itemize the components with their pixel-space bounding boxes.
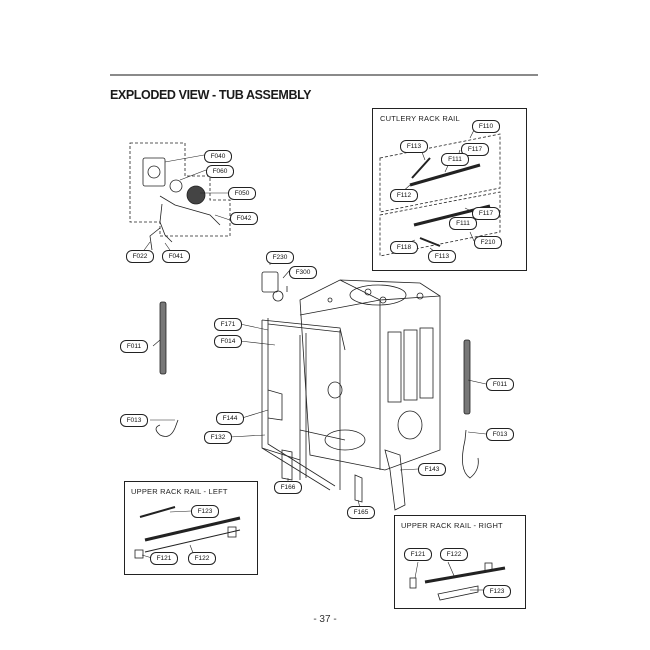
- callout-f121-left: F121: [150, 552, 178, 565]
- callout-f014: F014: [214, 335, 242, 348]
- upper-rail-right-drawing: [409, 562, 506, 601]
- callout-f165: F165: [347, 506, 375, 519]
- callout-f113-bottom: F113: [428, 250, 456, 263]
- callout-f117-top: F117: [461, 143, 489, 156]
- callout-f113-top: F113: [400, 140, 428, 153]
- cutlery-rack-rail-title: CUTLERY RACK RAIL: [380, 114, 460, 123]
- gasket-f011-right: [463, 339, 471, 415]
- hose-f013-left: [155, 419, 179, 437]
- callout-f112: F112: [390, 189, 418, 202]
- callout-f123-left: F123: [191, 505, 219, 518]
- part-f300: [272, 290, 284, 302]
- upper-rail-left-drawing: [134, 506, 241, 559]
- cutlery-rail-drawing: [379, 133, 501, 257]
- callout-f123-right: F123: [483, 585, 511, 598]
- callout-f111-top: F111: [441, 153, 469, 166]
- frame-rail-drawing: [261, 318, 406, 511]
- callout-f110: F110: [472, 120, 500, 133]
- callout-f117-bottom: F117: [472, 207, 500, 220]
- callout-f041: F041: [162, 250, 190, 263]
- part-f230: [261, 271, 279, 293]
- page-number: - 37 -: [313, 614, 337, 625]
- pump-assembly-parts: [142, 157, 221, 251]
- callout-f171: F171: [214, 318, 242, 331]
- callout-f143: F143: [418, 463, 446, 476]
- hose-f013-right: [462, 429, 479, 479]
- upper-rack-rail-right-title: UPPER RACK RAIL - RIGHT: [401, 521, 503, 530]
- callout-f022: F022: [126, 250, 154, 263]
- header-rule: [110, 74, 538, 76]
- callout-f013-right: F013: [486, 428, 514, 441]
- callout-f122-left: F122: [188, 552, 216, 565]
- upper-rack-rail-left-title: UPPER RACK RAIL - LEFT: [131, 487, 228, 496]
- callout-f166: F166: [274, 481, 302, 494]
- callout-f060: F060: [206, 165, 234, 178]
- tub-body-drawing: [286, 279, 441, 471]
- callout-f111-bottom: F111: [449, 217, 477, 230]
- callout-f011-right: F011: [486, 378, 514, 391]
- callout-f011-left: F011: [120, 340, 148, 353]
- callout-f042: F042: [230, 212, 258, 225]
- callout-f230: F230: [266, 251, 294, 264]
- callout-f144: F144: [216, 412, 244, 425]
- callout-f050: F050: [228, 187, 256, 200]
- gasket-f011-left: [159, 301, 167, 375]
- callout-f121-right: F121: [404, 548, 432, 561]
- callout-f013-left: F013: [120, 414, 148, 427]
- callout-f122-right: F122: [440, 548, 468, 561]
- callout-f300: F300: [289, 266, 317, 279]
- callout-f210: F210: [474, 236, 502, 249]
- page-title: EXPLODED VIEW - TUB ASSEMBLY: [110, 88, 312, 102]
- callout-f132: F132: [204, 431, 232, 444]
- callout-f118: F118: [390, 241, 418, 254]
- callout-f040: F040: [204, 150, 232, 163]
- pump-assembly-drawing: [129, 142, 231, 237]
